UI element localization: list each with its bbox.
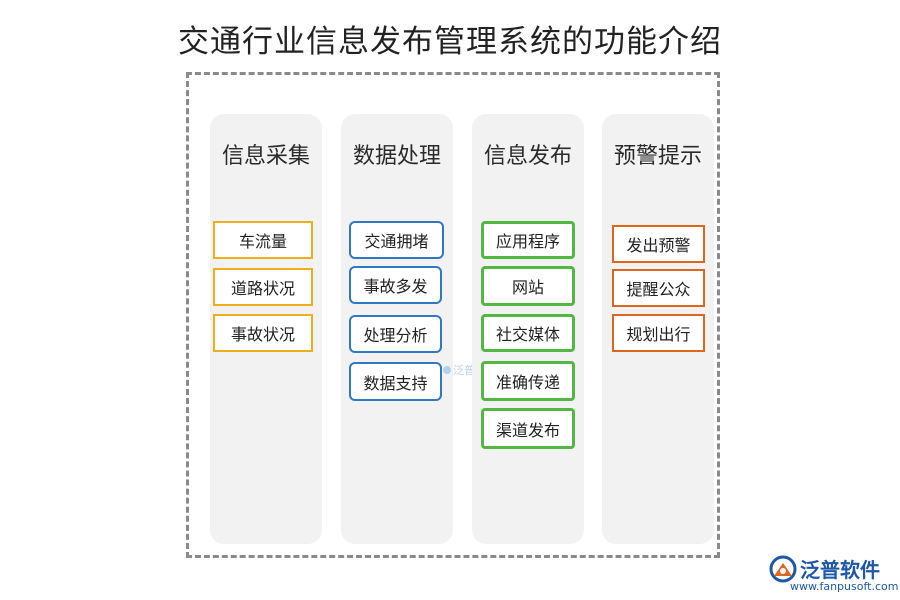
column-title-data-process: 数据处理 (352, 144, 441, 169)
collect-item-traffic-flow: 车流量 (213, 221, 313, 259)
column-title-info-publish: 信息发布 (483, 144, 572, 169)
process-item-frequent-accidents: 事故多发 (349, 266, 442, 304)
brand-url: www.fanpusoft.com (790, 580, 899, 593)
brand-logo: 泛普软件 www.fanpusoft.com (768, 552, 899, 596)
warning-item-plan-travel: 规划出行 (612, 314, 705, 352)
process-item-data-support: 数据支持 (349, 362, 442, 401)
process-item-congestion: 交通拥堵 (349, 221, 444, 259)
publish-item-website: 网站 (481, 266, 575, 306)
diagram-frame (186, 72, 720, 558)
column-title-warning: 预警提示 (613, 144, 702, 169)
publish-item-social-media: 社交媒体 (481, 314, 575, 352)
warning-item-remind-public: 提醒公众 (612, 269, 705, 307)
collect-item-accident-condition: 事故状况 (213, 314, 313, 352)
process-item-analysis: 处理分析 (349, 315, 442, 353)
publish-item-app: 应用程序 (481, 221, 575, 259)
column-title-info-collect: 信息采集 (221, 144, 310, 169)
brand-name: 泛普软件 (800, 558, 880, 582)
page-title: 交通行业信息发布管理系统的功能介绍 (178, 24, 722, 60)
fanpu-logo-icon (769, 555, 797, 583)
publish-item-accurate-delivery: 准确传递 (481, 361, 575, 401)
collect-item-road-condition: 道路状况 (213, 268, 313, 306)
watermark-logo-icon (443, 366, 451, 374)
publish-item-channel-release: 渠道发布 (481, 408, 575, 449)
warning-item-issue-warning: 发出预警 (612, 225, 705, 263)
